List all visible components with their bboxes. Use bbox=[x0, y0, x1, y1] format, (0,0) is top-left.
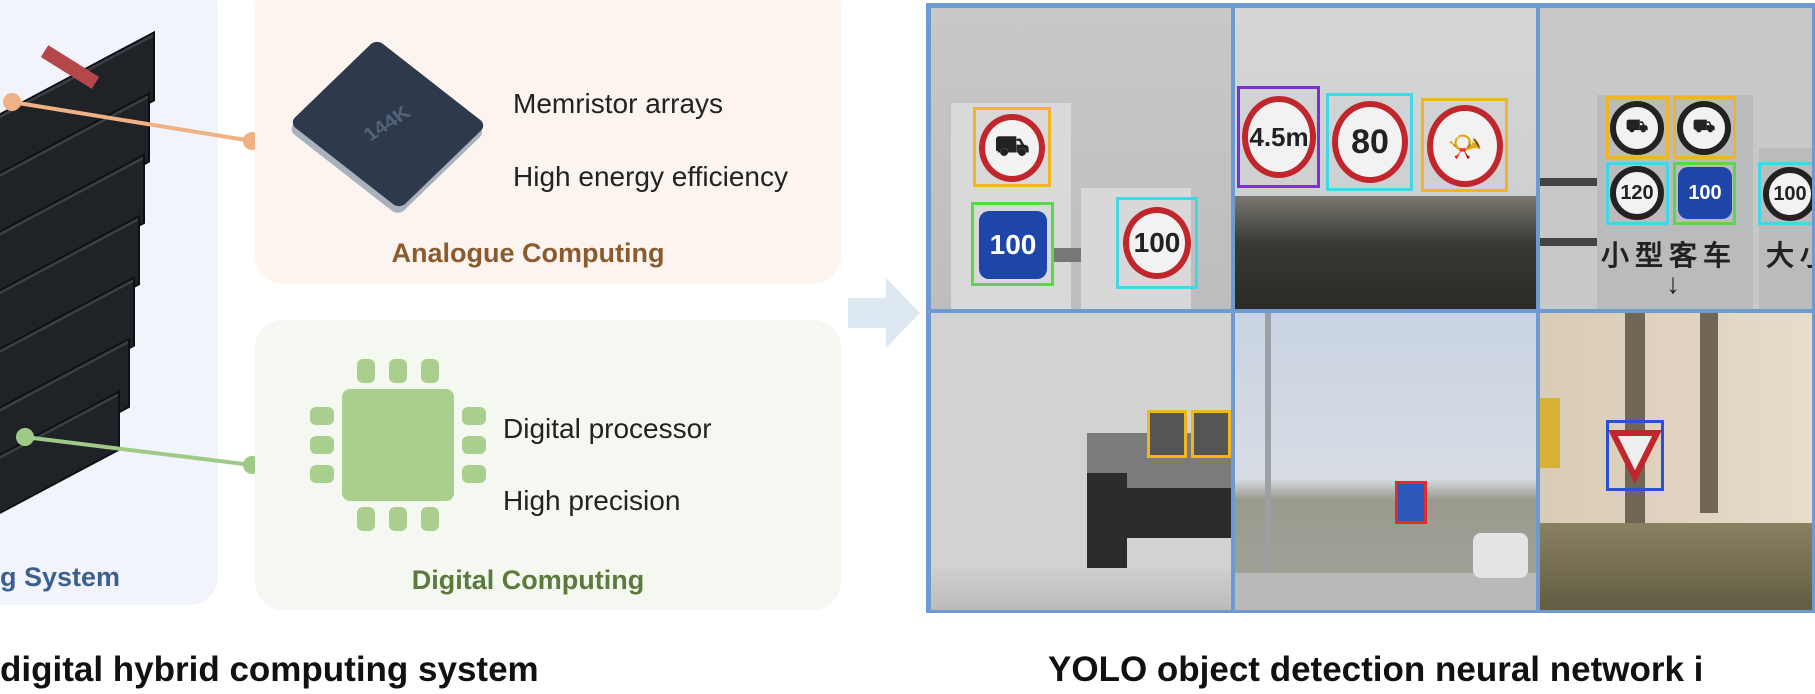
connector-lines bbox=[3, 93, 261, 474]
chip-label: 144K bbox=[359, 102, 416, 146]
no-horn-sign: 📯 bbox=[1427, 105, 1503, 187]
yield-sign-icon bbox=[1608, 430, 1662, 484]
detection-box bbox=[1673, 162, 1736, 225]
speed-limit-sign: 80 bbox=[1332, 101, 1408, 183]
no-truck-sign: ⛟ bbox=[979, 114, 1045, 182]
detection-box bbox=[1237, 86, 1320, 188]
detection-image-6 bbox=[1538, 311, 1812, 610]
no-truck-sign: ⛟ bbox=[1677, 101, 1731, 155]
digital-title: Digital Computing bbox=[411, 565, 645, 595]
detection-image-4 bbox=[929, 311, 1233, 610]
feature-memristor: Memristor arrays bbox=[513, 88, 724, 119]
detection-box bbox=[1326, 93, 1413, 191]
feature-processor: Digital processor bbox=[503, 413, 712, 444]
height-limit-sign: 4.5m bbox=[1242, 96, 1316, 178]
down-arrow-icon: ↓ bbox=[1666, 268, 1680, 299]
detection-box bbox=[1606, 96, 1669, 159]
lane-sign-text: 大小 bbox=[1766, 240, 1812, 271]
detection-box bbox=[1191, 410, 1231, 458]
no-truck-sign: ⛟ bbox=[1610, 101, 1664, 155]
feature-precision: High precision bbox=[503, 485, 681, 516]
detection-box bbox=[1147, 410, 1187, 458]
detection-box bbox=[973, 107, 1051, 187]
right-caption: YOLO object detection neural network i bbox=[1048, 650, 1704, 689]
detection-box bbox=[1395, 481, 1427, 524]
speed-limit-sign: 100 bbox=[1763, 167, 1812, 221]
detection-box bbox=[1673, 96, 1736, 159]
speed-limit-sign: 120 bbox=[1610, 166, 1664, 220]
detection-box bbox=[1606, 162, 1669, 225]
flow-arrow-icon bbox=[848, 278, 920, 348]
analogue-title: Analogue Computing bbox=[391, 238, 665, 268]
detection-box bbox=[1421, 98, 1508, 192]
feature-energy: High energy efficiency bbox=[513, 161, 788, 192]
left-caption: digital hybrid computing system bbox=[0, 650, 539, 689]
detection-box bbox=[1758, 162, 1812, 225]
system-label: g System bbox=[0, 562, 121, 592]
speed-limit-sign: 100 bbox=[1123, 207, 1191, 279]
detection-box bbox=[971, 202, 1054, 286]
detection-results-grid: ⛟ 100 100 4.5m 80 📯 ⛟ ⛟ 120 100 100 小型客车… bbox=[926, 3, 1815, 613]
min-speed-sign: 100 bbox=[1678, 167, 1732, 219]
detection-box bbox=[1116, 197, 1198, 289]
min-speed-sign: 100 bbox=[979, 211, 1047, 279]
lane-sign-text: 小型客车 bbox=[1601, 240, 1738, 271]
detection-box bbox=[1606, 420, 1664, 491]
detection-image-5 bbox=[1233, 311, 1538, 610]
